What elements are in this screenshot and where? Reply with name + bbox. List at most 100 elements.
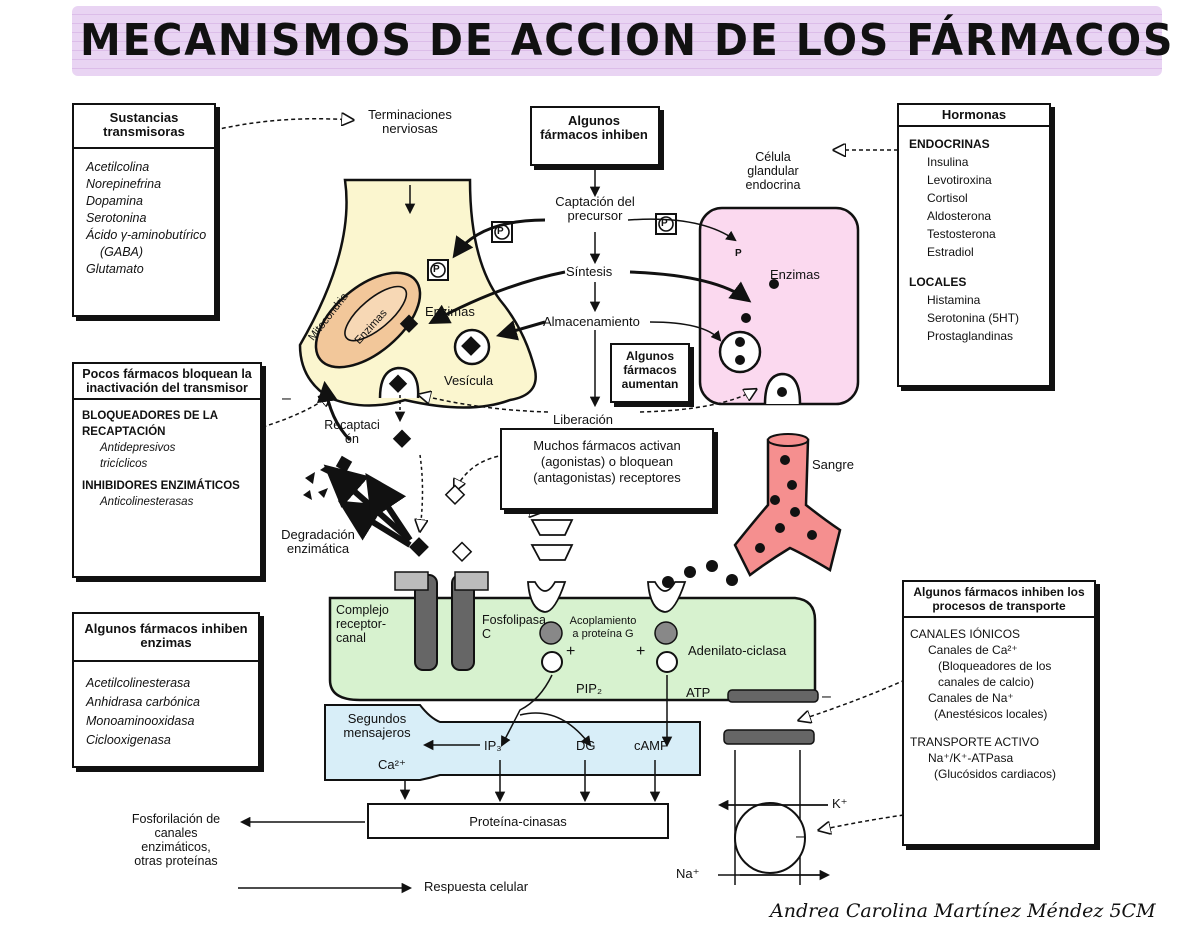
phosphate-icon — [427, 259, 449, 281]
p-label: P — [735, 248, 742, 259]
list-item: Na⁺/K⁺-ATPasa — [928, 751, 1014, 765]
page-title: MECANISMOS DE ACCION DE LOS FÁRMACOS — [80, 15, 1175, 66]
release-label: Liberación — [553, 412, 613, 427]
inhibit-label: Algunos fármacos inhiben — [540, 113, 648, 142]
increase-box: Algunos fármacos aumentan — [610, 343, 690, 403]
precursor-label: Captación del precursor — [555, 194, 635, 223]
list-item: Glutamato — [86, 262, 144, 276]
second-messengers-label: Segundos mensajeros — [343, 711, 411, 740]
list-item: Anhidrasa carbónica — [86, 695, 200, 709]
enzyme-inhibitors-title: INHIBIDORES ENZIMÁTICOS — [82, 480, 240, 492]
list-item: Canales de Ca²⁺ — [928, 643, 1018, 657]
camp-label: cAMP — [634, 738, 669, 753]
enzymes-header: Algunos fármacos inhiben enzimas — [74, 614, 258, 662]
enzymes-left-label: Enzimas — [425, 304, 475, 319]
list-item: Prostaglandinas — [927, 329, 1014, 343]
plus-sign: + — [636, 643, 646, 660]
pip2-label: PIP₂ — [576, 681, 602, 696]
storage-label: Almacenamiento — [543, 314, 640, 329]
ip3-label: IP₃ — [484, 738, 502, 753]
receptor-channel-icon — [394, 571, 489, 671]
transport-box: Algunos fármacos inhiben los procesos de… — [902, 580, 1096, 846]
nerve-endings-label: Terminaciones nerviosas — [368, 107, 452, 136]
phospholipase-label: Fosfolipasa C — [482, 613, 546, 641]
list-item: (Bloqueadores de los — [938, 659, 1052, 673]
list-item: Anticolinesterasas — [100, 496, 194, 508]
list-item: Cortisol — [927, 191, 968, 205]
agonists-label: Muchos fármacos activan (agonistas) o bl… — [533, 438, 681, 485]
transmitter-diamond — [399, 314, 419, 333]
degraded-fragments — [303, 466, 328, 500]
channels-title: CANALES IÓNICOS — [910, 627, 1021, 641]
plus-sign: + — [566, 643, 576, 660]
potassium-label: K⁺ — [832, 796, 848, 811]
list-item: Ácido γ-aminobutírico — [86, 228, 207, 242]
local-title: LOCALES — [909, 275, 967, 289]
atp-label: ATP — [686, 685, 711, 700]
neurotransmitters-box: Sustancias transmisoras Acetilcolina Nor… — [72, 103, 216, 317]
list-item: tricíclicos — [100, 458, 148, 470]
title-highlight — [72, 6, 1162, 76]
receptor-channel-label: Complejo receptor-canal — [336, 603, 389, 645]
blood-vessel — [733, 438, 842, 577]
transport-header: Algunos fármacos inhiben los procesos de… — [904, 582, 1094, 618]
transport-list: CANALES IÓNICOS Canales de Ca²⁺ (Bloquea… — [904, 618, 1094, 790]
response-label: Respuesta celular — [424, 879, 529, 894]
active-transport-title: TRANSPORTE ACTIVO — [910, 735, 1040, 749]
adenylate-label: Adenilato-ciclasa — [688, 643, 787, 658]
minus-sign: – — [282, 390, 291, 407]
list-item: Ciclooxigenasa — [86, 733, 171, 747]
enzymes-box: Algunos fármacos inhiben enzimas Acetilc… — [72, 612, 260, 768]
list-item: Antidepresivos — [100, 442, 176, 454]
kinases-label: Proteína-cinasas — [469, 814, 567, 829]
dg-label: DG — [576, 738, 596, 753]
hormones-header: Hormonas — [899, 105, 1049, 127]
reuptake-header: Pocos fármacos bloquean la inactivación … — [74, 364, 260, 400]
blood-label: Sangre — [812, 457, 854, 472]
g-protein-label: Acoplamiento a proteína G — [569, 615, 637, 640]
list-item: Aldosterona — [927, 209, 992, 223]
list-item: Estradiol — [927, 245, 974, 259]
gland-cell-label: Célula glandular endocrina — [745, 150, 801, 192]
list-item: Insulina — [927, 155, 969, 169]
list-item: Testosterona — [927, 227, 996, 241]
list-item: (GABA) — [100, 245, 144, 259]
list-item: canales de calcio) — [938, 675, 1035, 689]
agonists-box: Muchos fármacos activan (agonistas) o bl… — [500, 428, 714, 510]
hormones-box: Hormonas ENDOCRINAS Insulina Levotiroxin… — [897, 103, 1051, 387]
p-label: P — [661, 218, 668, 229]
neurotransmitters-list: Acetilcolina Norepinefrina Dopamina Sero… — [74, 149, 214, 288]
list-item: Acetilcolinesterasa — [86, 676, 191, 690]
phosphorylation-label: Fosforilación de canales enzimáticos, ot… — [131, 812, 221, 868]
mitochondria — [314, 271, 422, 369]
neurotransmitters-header: Sustancias transmisoras — [74, 105, 214, 149]
endocrine-title: ENDOCRINAS — [909, 137, 990, 151]
list-item: Monoaminooxidasa — [86, 714, 195, 728]
synthesis-label: Síntesis — [566, 264, 613, 279]
signature: Andrea Carolina Martínez Méndez 5CM — [770, 900, 1156, 922]
reuptake-group-title: BLOQUEADORES DE LA RECAPTACIÓN — [82, 410, 218, 438]
p-label: P — [497, 226, 504, 237]
p-label: P — [433, 264, 440, 275]
list-item: (Glucósidos cardiacos) — [934, 767, 1057, 781]
list-item: Serotonina — [86, 211, 147, 225]
list-item: (Anestésicos locales) — [934, 707, 1048, 721]
list-item: Canales de Na⁺ — [928, 691, 1014, 705]
sodium-label: Na⁺ — [676, 866, 700, 881]
minus-sign: – — [796, 828, 805, 845]
second-messengers-area — [324, 704, 701, 781]
degradation-label: Degradación enzimática — [281, 527, 355, 556]
enzymes-list: Acetilcolinesterasa Anhidrasa carbónica … — [74, 662, 258, 762]
reuptake-list: BLOQUEADORES DE LA RECAPTACIÓN Antidepre… — [74, 400, 260, 518]
list-item: Dopamina — [86, 194, 143, 208]
list-item: Norepinefrina — [86, 177, 162, 191]
list-item: Serotonina (5HT) — [927, 311, 1020, 325]
calcium-label: Ca²⁺ — [378, 757, 406, 772]
inhibit-box: Algunos fármacos inhiben — [530, 106, 660, 166]
list-item: Histamina — [927, 293, 981, 307]
list-item: Levotiroxina — [927, 173, 992, 187]
hormones-list: ENDOCRINAS Insulina Levotiroxina Cortiso… — [899, 127, 1049, 353]
minus-sign: – — [822, 688, 831, 705]
reuptake-label: Recaptación — [324, 418, 380, 446]
